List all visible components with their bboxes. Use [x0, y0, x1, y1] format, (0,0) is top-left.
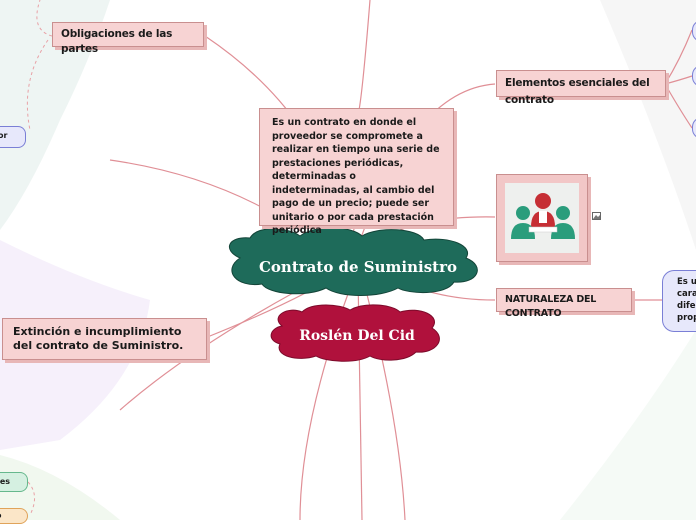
naturaleza-detail-line3: dife	[677, 301, 696, 311]
central-cloud-shape	[228, 227, 478, 296]
naturaleza-detail-line4: prop	[677, 313, 696, 323]
image-attachment-icon[interactable]	[592, 212, 601, 223]
image-node[interactable]	[496, 174, 588, 262]
naturaleza-node[interactable]: NATURALEZA DEL CONTRATO	[496, 288, 632, 319]
naturaleza-detail-line2: cara	[677, 289, 696, 299]
naturaleza-detail-node[interactable]: Es u cara dife prop	[662, 270, 696, 332]
elementos-node[interactable]: Elementos esenciales del contrato	[496, 70, 666, 106]
image-frame	[505, 183, 579, 253]
central-topic[interactable]: Contrato de Suministro	[258, 258, 457, 276]
dashed-connectors	[26, 0, 53, 516]
obligaciones-node[interactable]: Obligaciones de las partes	[52, 22, 204, 55]
left-fragment-label: or	[0, 131, 8, 140]
bg-region-bottomleft	[0, 455, 120, 520]
people-meeting-icon	[511, 193, 575, 239]
bg-region-right	[600, 0, 696, 250]
bottom-left-tag-2[interactable]: o	[0, 508, 28, 524]
bottom-left-tag-1-label: tes	[0, 477, 11, 486]
bg-region-topleft	[0, 0, 110, 230]
bottom-left-tag-2-label: o	[0, 511, 2, 520]
author-cloud-shape	[270, 304, 440, 362]
naturaleza-detail-line1: Es u	[677, 277, 696, 287]
bottom-left-tag-1[interactable]: tes	[0, 472, 28, 492]
bg-region-bottomright	[560, 330, 696, 520]
author-topic[interactable]: Roslén Del Cid	[299, 328, 415, 344]
definition-node[interactable]: Es un contrato en donde el proveedor se …	[259, 108, 454, 236]
extincion-node[interactable]: Extinción e incumplimiento del contrato …	[2, 318, 207, 360]
left-fragment-node[interactable]: or	[0, 126, 26, 148]
